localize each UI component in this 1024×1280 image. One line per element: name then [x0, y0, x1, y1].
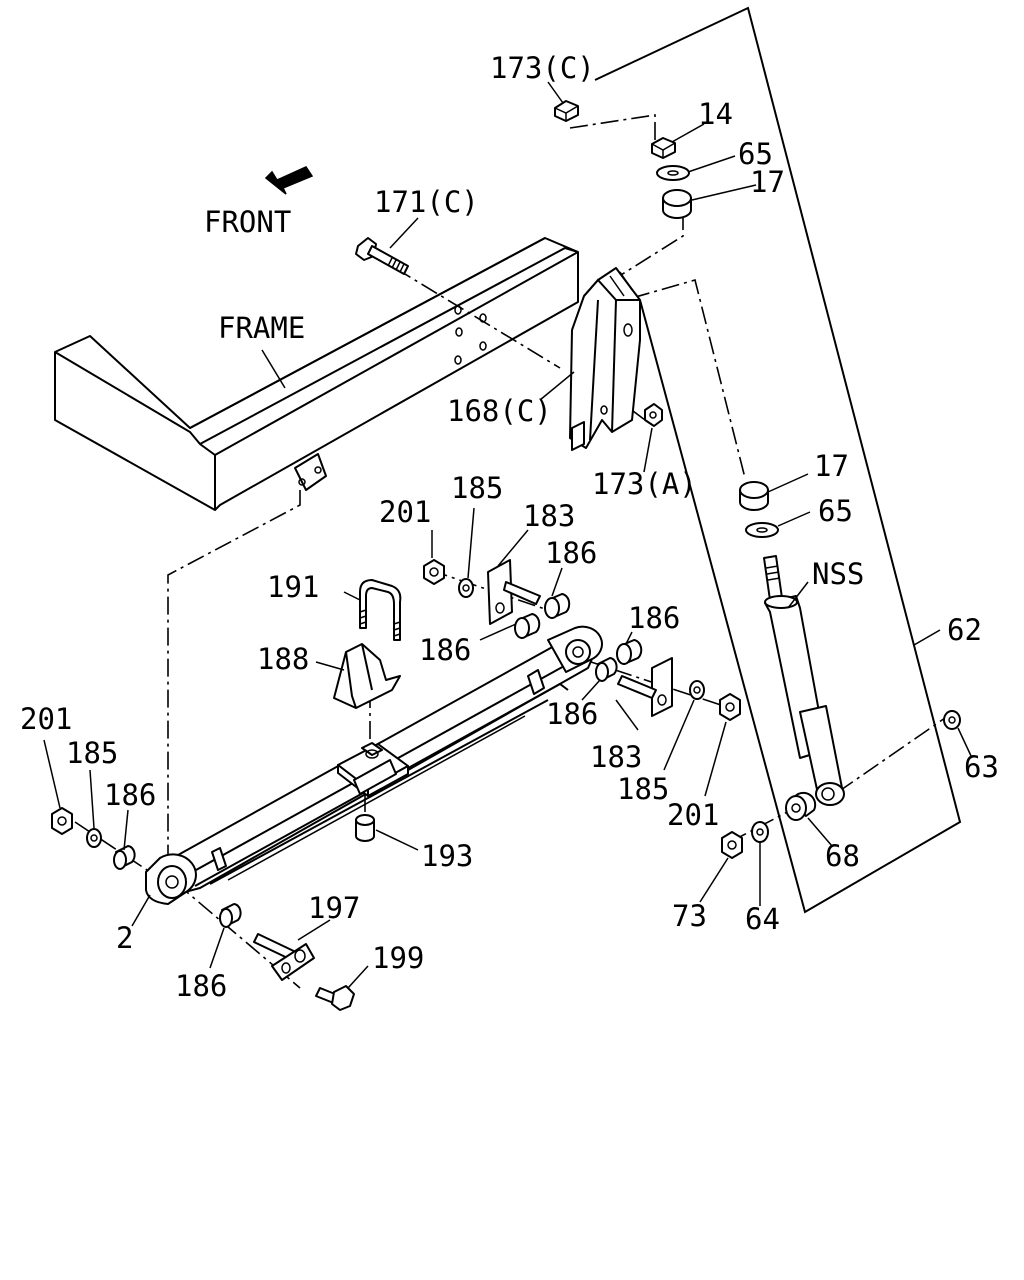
label-64: 64 [745, 902, 780, 936]
centerline-bolt-171 [394, 267, 561, 369]
label-201-rear-lower: 201 [667, 798, 719, 832]
washer-65-lower [745, 522, 779, 538]
label-62: 62 [947, 613, 982, 647]
washer-65-top [656, 165, 690, 181]
nut-73 [721, 831, 743, 859]
bolt-199 [315, 985, 355, 1011]
label-171c: 171(C) [374, 185, 479, 219]
washer-185-rear-lower [689, 680, 705, 700]
front-label: FRONT [204, 205, 291, 239]
pin-197 [253, 933, 315, 981]
centerline-lower-mount [631, 279, 746, 479]
label-186-rear-upper: 186 [545, 536, 597, 570]
frame-label: FRAME [218, 311, 305, 345]
label-191: 191 [267, 570, 319, 604]
label-nss: NSS [812, 557, 864, 591]
bushing-186-front [113, 845, 136, 870]
shock-absorber [763, 555, 845, 806]
bracket-168c [569, 267, 641, 451]
shackle-183-upper [487, 559, 541, 625]
washer-185-front [86, 828, 102, 848]
centerline-shackle [167, 490, 301, 855]
label-17-lower: 17 [814, 449, 849, 483]
group-bracket-62 [594, 6, 962, 914]
label-188: 188 [257, 642, 309, 676]
bushing-17-top [662, 189, 692, 219]
ubolt-191 [359, 579, 402, 641]
label-193: 193 [421, 839, 473, 873]
label-199: 199 [372, 941, 424, 975]
nut-201-rear-upper [423, 559, 445, 585]
label-73: 73 [672, 899, 707, 933]
nut-173a [644, 403, 663, 427]
label-185-rear-lower: 185 [617, 772, 669, 806]
label-201-front: 201 [20, 702, 72, 736]
frame-rail [54, 237, 579, 511]
washer-63 [943, 710, 961, 730]
bushing-68 [785, 791, 817, 821]
label-65-lower: 65 [818, 494, 853, 528]
label-201-rear-upper: 201 [379, 495, 431, 529]
label-186-front: 186 [104, 778, 156, 812]
frame-leader [261, 349, 286, 389]
washer-64 [751, 821, 769, 843]
nut-201-rear-lower [719, 693, 741, 721]
bushing-17-lower [739, 481, 769, 511]
front-arrow-icon [264, 166, 314, 195]
nut-14 [651, 137, 676, 159]
centerline-shock-lower [837, 717, 946, 793]
part-labels: 173(C) 14 65 17 171(C) 168(C) 173(A) 17 … [20, 51, 999, 1003]
nut-173c-top [554, 100, 579, 122]
label-186-rear-right: 186 [628, 601, 680, 635]
label-173c-top: 173(C) [490, 51, 595, 85]
label-183-lower: 183 [590, 740, 642, 774]
bushing-186-front-lower [219, 903, 242, 928]
leader-lines [43, 81, 973, 989]
bushing-186-rear-upper [544, 593, 571, 619]
label-2: 2 [116, 921, 133, 955]
label-14: 14 [698, 97, 733, 131]
label-68: 68 [825, 839, 860, 873]
leaf-spring [145, 625, 603, 905]
label-183-upper: 183 [523, 499, 575, 533]
label-186-rear-lower: 186 [546, 697, 598, 731]
label-17-top: 17 [750, 165, 785, 199]
label-65-top: 65 [738, 137, 773, 171]
label-63: 63 [964, 750, 999, 784]
shackle-183-lower [617, 657, 673, 717]
bolt-171c [355, 237, 409, 275]
bushing-186-rear-mid [514, 613, 541, 639]
bushing-186-rear-right [616, 639, 643, 665]
label-173a: 173(A) [592, 467, 697, 501]
washer-185-rear-upper [458, 578, 474, 598]
label-186-rear-mid: 186 [419, 633, 471, 667]
bushing-186-rear-lower [595, 657, 618, 682]
centerline-bushing-17 [604, 212, 684, 286]
label-185-front: 185 [66, 736, 118, 770]
label-185-rear-upper: 185 [451, 471, 503, 505]
label-186-front-lower: 186 [175, 969, 227, 1003]
nut-201-front [51, 807, 73, 835]
label-168c: 168(C) [447, 394, 552, 428]
label-197: 197 [308, 891, 360, 925]
centerline-top-nut [569, 114, 656, 150]
pad-193 [355, 814, 375, 842]
bracket-188 [333, 643, 401, 709]
